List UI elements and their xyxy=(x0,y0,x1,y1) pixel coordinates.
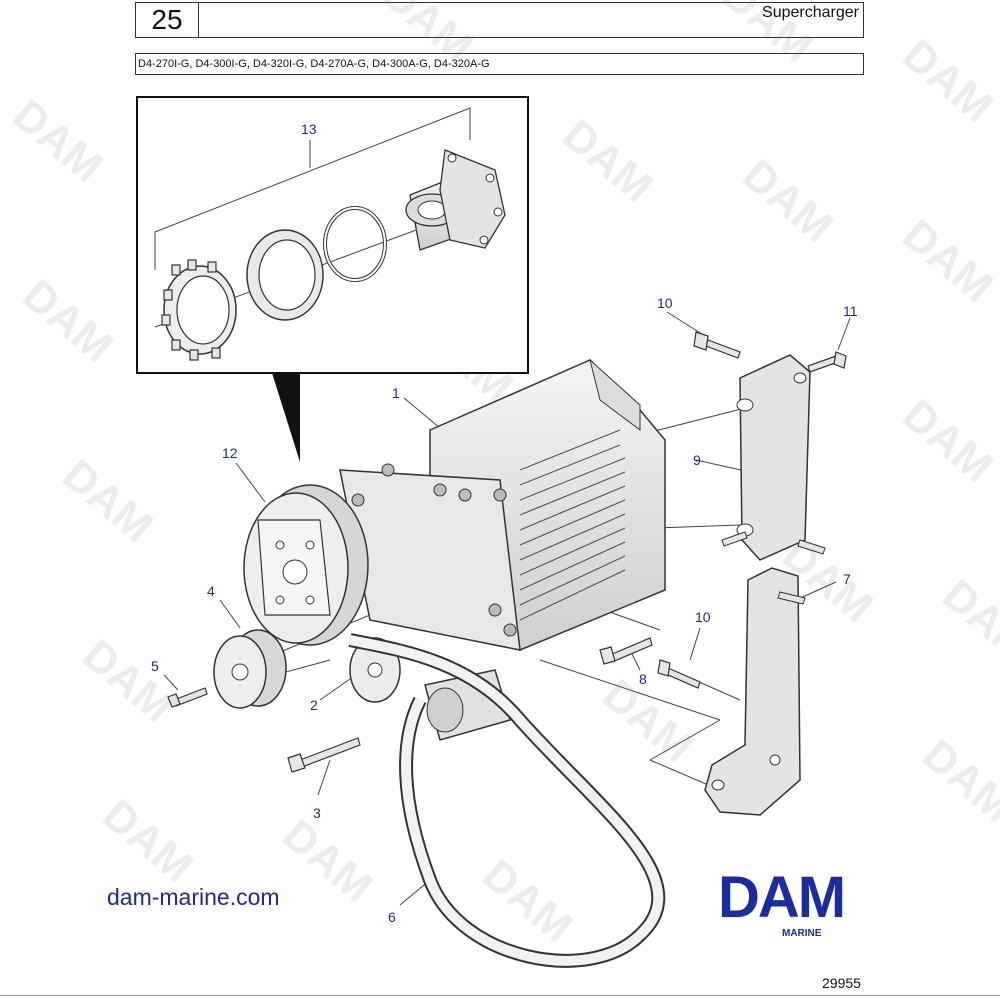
supercharger-body xyxy=(339,358,666,651)
support-bracket-icon xyxy=(721,354,826,561)
idler-pulley-icon xyxy=(213,629,287,709)
callout-8: 8 xyxy=(639,671,647,687)
callout-13: 13 xyxy=(301,121,317,137)
callout-11: 11 xyxy=(843,303,858,319)
callout-labels: 13 1 12 4 5 2 3 6 8 10 9 7 10 11 xyxy=(151,121,858,925)
bolt-icon xyxy=(167,687,208,708)
long-bolt-icon xyxy=(287,737,361,773)
callout-6: 6 xyxy=(388,909,396,925)
slotted-nut-icon xyxy=(246,229,324,321)
drive-belt-icon xyxy=(348,633,666,968)
logo-subtext: MARINE xyxy=(782,928,822,939)
page-number: 25 xyxy=(136,3,199,37)
logo-text: DAM xyxy=(718,865,846,930)
figure-number: 29955 xyxy=(822,975,861,991)
drive-pulley-icon xyxy=(243,484,369,646)
mounting-bracket-icon xyxy=(704,567,806,816)
website-link[interactable]: dam-marine.com xyxy=(107,884,280,910)
callout-1: 1 xyxy=(392,385,400,401)
callout-12: 12 xyxy=(222,445,238,461)
drive-hub-icon xyxy=(405,149,506,251)
bottom-divider xyxy=(0,995,1000,996)
callout-10-upper: 10 xyxy=(657,295,673,311)
inset-detail-box xyxy=(136,96,529,462)
snap-ring-icon xyxy=(323,206,387,282)
bolt-11-icon xyxy=(807,351,847,373)
dam-logo: DAM MARINE xyxy=(718,865,898,947)
lock-washer-icon xyxy=(161,259,237,361)
callout-3: 3 xyxy=(313,805,321,821)
callout-5: 5 xyxy=(151,658,159,674)
callout-4: 4 xyxy=(207,583,215,599)
bolt-10-upper-icon xyxy=(693,331,741,359)
models-box: D4-270I-G, D4-300I-G, D4-320I-G, D4-270A… xyxy=(135,53,864,75)
callout-7: 7 xyxy=(843,571,851,587)
header-box: 25 Supercharger xyxy=(135,2,864,38)
section-title: Supercharger xyxy=(762,4,859,21)
callout-10-lower: 10 xyxy=(695,609,711,625)
bolt-8-icon xyxy=(599,637,653,665)
callout-2: 2 xyxy=(310,697,318,713)
bolt-10-lower-icon xyxy=(657,659,701,689)
callout-9: 9 xyxy=(693,452,701,468)
